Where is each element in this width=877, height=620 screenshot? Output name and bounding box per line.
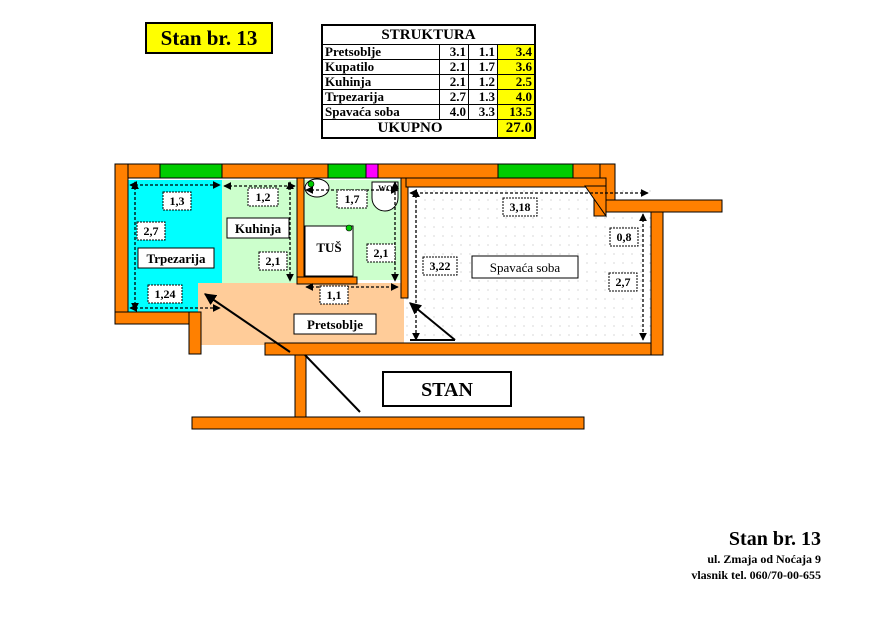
dim-kuh-h: 2,1	[266, 254, 281, 268]
footer-address: ul. Zmaja od Noćaja 9	[707, 552, 821, 566]
dim-kup-h: 2,1	[374, 246, 389, 260]
room-dim-b: 3.3	[468, 104, 498, 120]
footer: Stan br. 13 ul. Zmaja od Noćaja 9 vlasni…	[691, 527, 821, 583]
shower-tray	[304, 225, 354, 277]
dim-trp-h: 2,7	[144, 224, 159, 238]
room-label-kuhinja: Kuhinja	[235, 221, 282, 236]
total-value: 27.0	[497, 119, 536, 139]
room-name: Kuhinja	[321, 74, 440, 90]
room-label-spavaca: Spavaća soba	[490, 260, 561, 275]
room-name: Kupatilo	[321, 59, 440, 75]
room-name: Trpezarija	[321, 89, 440, 105]
room-dim-b: 1.1	[468, 44, 498, 60]
total-label: UKUPNO	[321, 119, 498, 139]
plan-title: Stan br. 13	[145, 22, 273, 54]
room-dim-a: 4.0	[439, 104, 469, 120]
table-row: Trpezarija 2.7 1.3 4.0	[321, 89, 536, 105]
window	[159, 163, 223, 179]
table-row: Spavaća soba 4.0 3.3 13.5	[321, 104, 536, 120]
dim-spa-h2: 2,7	[616, 275, 631, 289]
table-row: Kuhinja 2.1 1.2 2.5	[321, 74, 536, 90]
dim-kup-w: 1,7	[345, 192, 360, 206]
dim-kuh-w: 1,2	[256, 190, 271, 204]
window	[327, 163, 367, 179]
room-dim-b: 1.7	[468, 59, 498, 75]
room-dim-b: 1.3	[468, 89, 498, 105]
room-label-trpezarija: Trpezarija	[147, 251, 206, 266]
table-row: Pretsoblje 3.1 1.1 3.4	[321, 44, 536, 60]
dimension-lines	[129, 181, 649, 341]
footer-phone: vlasnik tel. 060/70-00-655	[691, 568, 821, 582]
dim-trp-w: 1,3	[170, 194, 185, 208]
room-area: 3.6	[497, 59, 536, 75]
room-area: 13.5	[497, 104, 536, 120]
stan-label: STAN	[421, 379, 473, 401]
room-dim-a: 3.1	[439, 44, 469, 60]
room-label-wc: WC	[378, 184, 392, 193]
room-dim-a: 2.7	[439, 89, 469, 105]
room-name: Spavaća soba	[321, 104, 440, 120]
dim-pret-w: 1,1	[327, 288, 342, 302]
window	[497, 163, 574, 179]
room-area: 4.0	[497, 89, 536, 105]
room-label-tus: TUŠ	[316, 240, 341, 255]
dim-trp-w2: 1,24	[155, 287, 176, 301]
room-label-pretsoblje: Pretsoblje	[307, 317, 363, 332]
table-header: STRUKTURA	[321, 24, 536, 45]
dim-spa-n: 0,8	[617, 230, 632, 244]
dim-spa-w: 3,18	[510, 200, 531, 214]
table-header-row: STRUKTURA	[321, 24, 536, 45]
room-area: 3.4	[497, 44, 536, 60]
room-area: 2.5	[497, 74, 536, 90]
footer-title: Stan br. 13	[728, 528, 821, 550]
sink-icon	[304, 178, 330, 198]
dim-spa-h: 3,22	[430, 259, 451, 273]
door-swings	[204, 293, 456, 413]
vent	[365, 163, 379, 179]
structure-table: STRUKTURA Pretsoblje 3.1 1.1 3.4 Kupatil…	[321, 24, 536, 139]
table-total-row: UKUPNO 27.0	[321, 119, 536, 139]
table-row: Kupatilo 2.1 1.7 3.6	[321, 59, 536, 75]
